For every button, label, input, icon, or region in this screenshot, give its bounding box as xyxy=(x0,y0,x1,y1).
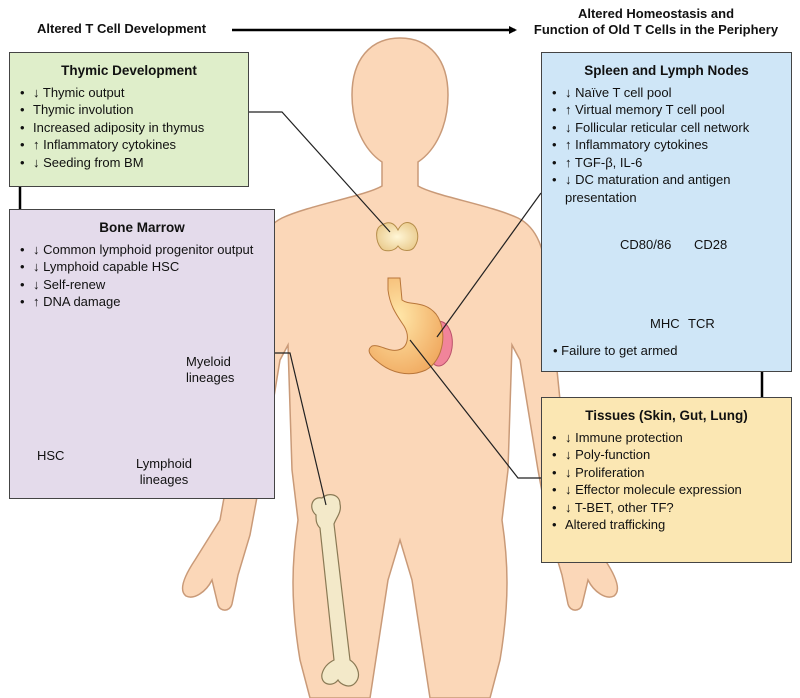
list-item: ↑ Inflammatory cytokines xyxy=(20,136,238,154)
list-item: ↓ Proliferation xyxy=(552,464,781,482)
cd80-label: CD80/86 xyxy=(620,237,672,252)
bone-marrow-box: Bone Marrow ↓ Common lymphoid progenitor… xyxy=(9,209,275,499)
list-item: Thymic involution xyxy=(20,101,238,119)
myeloid-label-line1: Myeloid xyxy=(186,354,231,369)
list-item: ↓ Thymic output xyxy=(20,84,238,102)
list-item: ↓ Immune protection xyxy=(552,429,781,447)
marrow-list: ↓ Common lymphoid progenitor output ↓ Ly… xyxy=(20,241,264,311)
header-left: Altered T Cell Development xyxy=(37,21,207,36)
tissues-title: Tissues (Skin, Gut, Lung) xyxy=(585,408,748,423)
list-item: ↑ Inflammatory cytokines xyxy=(552,136,781,154)
thymus-organ xyxy=(376,222,419,252)
list-item: ↓ DC maturation and antigen presentation xyxy=(552,171,781,206)
failure-text: Failure to get armed xyxy=(561,343,678,358)
list-item: ↓ Poly-function xyxy=(552,446,781,464)
myeloid-label-line2: lineages xyxy=(186,370,235,385)
list-item: ↓ Seeding from BM xyxy=(20,154,238,172)
list-item: ↓ Lymphoid capable HSC xyxy=(20,258,264,276)
lymphoid-label-line1: Lymphoid xyxy=(136,456,192,471)
list-item: ↓ Effector molecule expression xyxy=(552,481,781,499)
femur-bone xyxy=(311,494,360,687)
cd28-label: CD28 xyxy=(694,237,728,252)
list-item: Increased adiposity in thymus xyxy=(20,119,238,137)
list-item: ↓ Common lymphoid progenitor output xyxy=(20,241,264,259)
hsc-label: HSC xyxy=(37,448,65,463)
thymic-development-box: Thymic Development ↓ Thymic output Thymi… xyxy=(9,52,249,187)
list-item: Altered trafficking xyxy=(552,516,781,534)
list-item: ↑ TGF-β, IL-6 xyxy=(552,154,781,172)
marrow-title: Bone Marrow xyxy=(99,220,185,235)
spleen-list: ↓ Naïve T cell pool ↑ Virtual memory T c… xyxy=(552,84,781,207)
header-right-line1: Altered Homeostasis and xyxy=(577,6,735,21)
list-item: ↓ Follicular reticular cell network xyxy=(552,119,781,137)
list-item: ↑ DNA damage xyxy=(20,293,264,311)
failure-note: • Failure to get armed xyxy=(553,343,678,358)
thymic-list: ↓ Thymic output Thymic involution Increa… xyxy=(20,84,238,172)
header-right: Altered Homeostasis and Function of Old … xyxy=(521,6,791,38)
mhc-label: MHC xyxy=(650,316,680,331)
tissues-box: Tissues (Skin, Gut, Lung) ↓ Immune prote… xyxy=(541,397,792,563)
header-right-line2: Function of Old T Cells in the Periphery xyxy=(533,22,779,37)
stomach-organ xyxy=(368,277,444,375)
list-item: ↓ T-BET, other TF? xyxy=(552,499,781,517)
list-item: ↓ Naïve T cell pool xyxy=(552,84,781,102)
tissues-list: ↓ Immune protection ↓ Poly-function ↓ Pr… xyxy=(552,429,781,534)
thymic-title: Thymic Development xyxy=(61,63,197,78)
leader-lines xyxy=(249,111,542,506)
lymphoid-label: Lymphoid lineages xyxy=(134,456,194,488)
list-item: ↓ Self-renew xyxy=(20,276,264,294)
myeloid-label: Myeloid lineages xyxy=(186,354,234,386)
tcr-label: TCR xyxy=(688,316,715,331)
lymphoid-label-line2: lineages xyxy=(139,472,189,487)
spleen-lymph-box: Spleen and Lymph Nodes ↓ Naïve T cell po… xyxy=(541,52,792,372)
list-item: ↑ Virtual memory T cell pool xyxy=(552,101,781,119)
spleen-title: Spleen and Lymph Nodes xyxy=(584,63,749,78)
